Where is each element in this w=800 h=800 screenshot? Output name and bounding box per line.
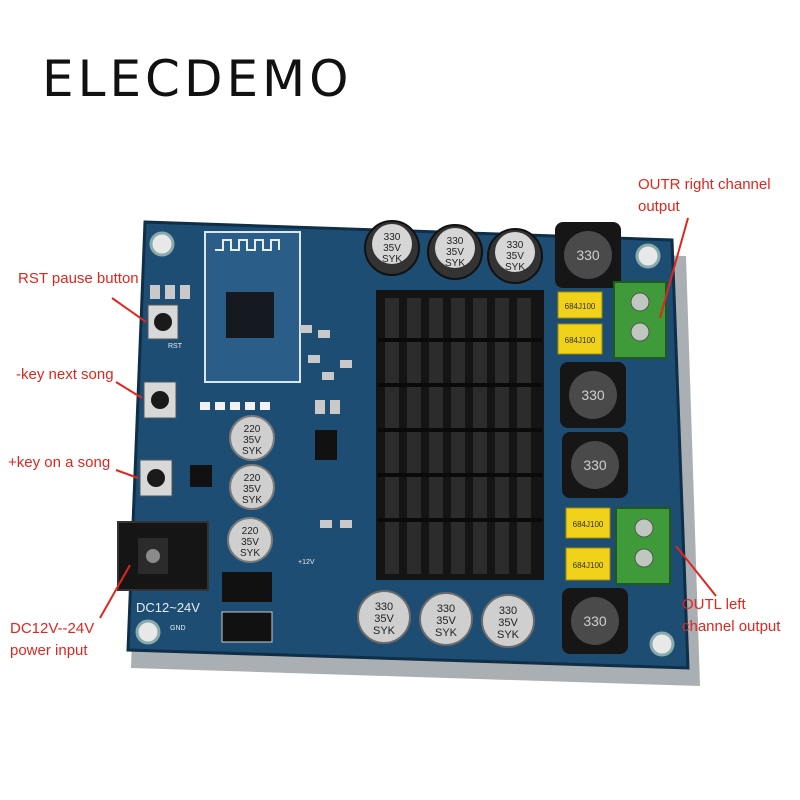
svg-text:SYK: SYK (382, 254, 402, 265)
label-power-line1: DC12V--24V (10, 620, 95, 637)
key-prev-button (139, 459, 173, 497)
capacitor-330uf: 330 35V SYK (357, 590, 411, 644)
film-capacitor: 684J100 (565, 507, 611, 539)
svg-text:35V: 35V (506, 251, 524, 262)
svg-text:35V: 35V (498, 617, 518, 629)
svg-text:330: 330 (375, 601, 393, 613)
ic-chip (190, 465, 212, 487)
inductor: 330 (560, 362, 626, 428)
svg-text:220: 220 (242, 526, 259, 537)
inductor: 330 (562, 588, 628, 654)
svg-text:330: 330 (583, 613, 607, 629)
outr-terminal (613, 281, 667, 359)
label-outr-line1: OUTR right channel (638, 176, 771, 193)
silkscreen-gnd: GND (170, 625, 186, 632)
heatsink (376, 290, 544, 580)
brand-logo: ELECDEMO (42, 50, 353, 108)
svg-text:220: 220 (244, 424, 261, 435)
svg-text:35V: 35V (446, 247, 464, 258)
capacitor-330uf: 330 35V SYK (427, 224, 483, 280)
diode-chip (221, 611, 273, 643)
ic-chip (315, 430, 337, 460)
svg-text:684J100: 684J100 (565, 336, 596, 345)
svg-text:35V: 35V (241, 537, 259, 548)
label-outl-line1: OUTL left (682, 596, 746, 613)
mounting-hole (635, 243, 661, 269)
rst-button (147, 304, 179, 340)
film-capacitor: 684J100 (565, 547, 611, 581)
svg-text:35V: 35V (243, 435, 261, 446)
svg-text:SYK: SYK (240, 548, 260, 559)
dc-power-jack (117, 521, 209, 591)
capacitor-330uf: 330 35V SYK (364, 220, 420, 276)
capacitor-330uf: 330 35V SYK (419, 592, 473, 646)
svg-text:330: 330 (581, 387, 605, 403)
mounting-hole (649, 631, 675, 657)
svg-text:35V: 35V (436, 615, 456, 627)
label-outr-line2: output (638, 198, 680, 215)
svg-text:35V: 35V (383, 243, 401, 254)
svg-text:35V: 35V (243, 484, 261, 495)
capacitor-330uf: 330 35V SYK (481, 594, 535, 648)
inductor: 330 (562, 432, 628, 498)
label-rst: RST pause button (18, 270, 139, 287)
svg-text:684J100: 684J100 (573, 561, 604, 570)
label-power: DC12V--24V power input (10, 618, 94, 662)
svg-text:684J100: 684J100 (573, 520, 604, 529)
svg-text:330: 330 (583, 457, 607, 473)
svg-text:330: 330 (507, 240, 524, 251)
svg-text:SYK: SYK (505, 262, 525, 273)
label-outl: OUTL left channel output (682, 594, 780, 638)
label-key-prev: +key on a song (8, 454, 111, 471)
svg-text:330: 330 (447, 236, 464, 247)
mounting-hole (135, 619, 161, 645)
svg-text:330: 330 (499, 605, 517, 617)
svg-text:35V: 35V (374, 613, 394, 625)
film-capacitor: 684J100 (557, 323, 603, 355)
svg-text:SYK: SYK (497, 629, 520, 641)
svg-text:SYK: SYK (242, 446, 262, 457)
capacitor-330uf: 330 35V SYK (487, 228, 543, 284)
capacitor-220uf: 220 35V SYK (227, 517, 273, 563)
mounting-hole (149, 231, 175, 257)
label-outl-line2: channel output (682, 618, 781, 635)
silkscreen-12v: +12V (298, 559, 315, 566)
svg-text:220: 220 (244, 473, 261, 484)
silkscreen-dc: DC12~24V (136, 600, 200, 615)
svg-text:330: 330 (437, 603, 455, 615)
svg-text:SYK: SYK (435, 627, 458, 639)
annotation-lines (99, 217, 717, 619)
regulator-chip (222, 572, 272, 602)
outl-terminal (615, 507, 671, 585)
svg-text:330: 330 (384, 232, 401, 243)
label-power-line2: power input (10, 642, 88, 659)
film-capacitor: 684J100 (557, 291, 603, 319)
capacitor-220uf: 220 35V SYK (229, 415, 275, 461)
svg-text:684J100: 684J100 (565, 302, 596, 311)
svg-text:SYK: SYK (445, 258, 465, 269)
svg-text:SYK: SYK (242, 495, 262, 506)
svg-text:330: 330 (576, 247, 600, 263)
bluetooth-module (204, 231, 301, 383)
inductor: 330 (555, 222, 621, 288)
label-outr: OUTR right channel output (638, 174, 771, 218)
capacitor-220uf: 220 35V SYK (229, 464, 275, 510)
silkscreen-rst: RST (168, 343, 183, 350)
key-next-button (143, 381, 177, 419)
svg-text:SYK: SYK (373, 625, 396, 637)
label-key-next: -key next song (16, 366, 114, 383)
